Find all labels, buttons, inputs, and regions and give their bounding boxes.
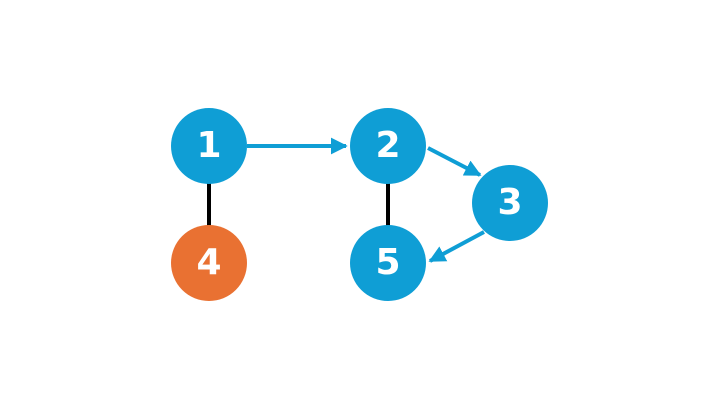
node-1: 1: [171, 108, 247, 184]
node-2: 2: [350, 108, 426, 184]
node-1-circle: [171, 108, 247, 184]
node-4: 4: [171, 225, 247, 301]
edge-2-3: [427, 146, 482, 177]
node-3-circle: [472, 165, 548, 241]
edge-3-5: [428, 230, 485, 263]
node-2-label: 2: [375, 125, 400, 166]
node-4-label: 4: [196, 242, 221, 283]
node-5-label: 5: [375, 242, 400, 283]
node-4-circle: [171, 225, 247, 301]
node-2-circle: [350, 108, 426, 184]
node-3: 3: [472, 165, 548, 241]
node-5: 5: [350, 225, 426, 301]
node-1-label: 1: [196, 125, 221, 166]
node-5-circle: [350, 225, 426, 301]
node-3-label: 3: [497, 182, 522, 223]
